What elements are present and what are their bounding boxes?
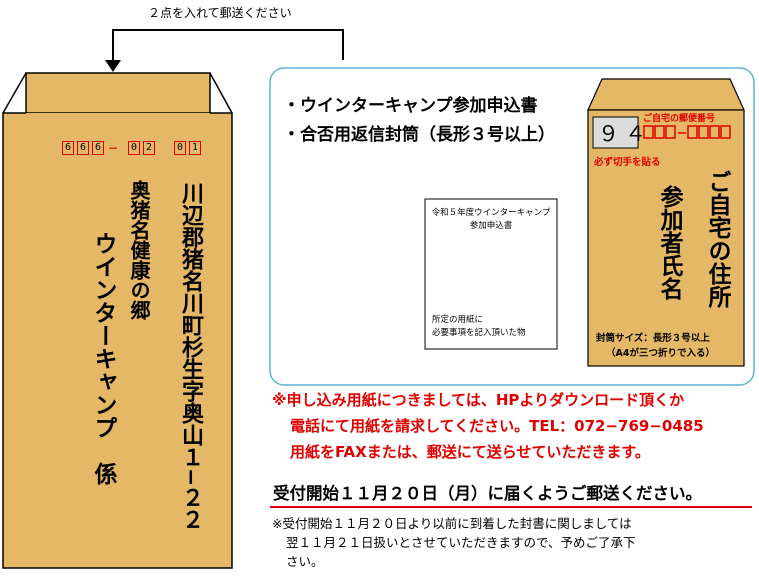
footnote-line3: さい。 — [286, 554, 324, 569]
zip-digit: 0 — [174, 141, 186, 155]
zip-label: ご自宅の郵便番号 — [643, 114, 716, 124]
envelope-size-note: 封筒サイズ：長形３号以上 （A4が三つ折りで入る） — [596, 331, 715, 361]
notice-line1: ※申し込み用紙につきましては、HPよりダウンロード頂くか — [272, 391, 685, 409]
zip-digit: 6 — [77, 141, 89, 155]
form-title-line1: 令和５年度ウインターキャンプ — [431, 208, 551, 218]
footnote-line1: ※受付開始１１月２０日より以前に到着した封書に関しましては — [272, 516, 632, 531]
stamp-value: ９４ — [598, 122, 652, 146]
zip-digit: 6 — [92, 141, 104, 155]
flow-arrow-line — [112, 29, 344, 64]
notice-block: ※申し込み用紙につきましては、HPよりダウンロード頂くか 電話にて用紙を請求して… — [272, 387, 704, 465]
flow-arrow-head — [105, 60, 121, 72]
footnote-line2: 翌１１月２１日扱いとさせていただきますので、予めご了承下 — [286, 535, 636, 550]
return-zip-boxes — [643, 124, 741, 139]
deadline-text: 受付開始１１月２０日（月）に届くようご郵送ください。 — [273, 484, 702, 503]
place-name: 奥猪名健康の郷 — [127, 180, 151, 320]
zip-digit: 2 — [143, 141, 155, 155]
notice-line3: 用紙をFAXまたは、郵送にて送らせていただきます。 — [290, 443, 650, 461]
size-line2: （A4が三つ折りで入る） — [606, 348, 715, 359]
stamp-note: 必ず切手を貼る — [594, 157, 661, 168]
notice-line2: 電話にて用紙を請求してください。TEL：072−769−0485 — [290, 417, 704, 435]
zip-digit: 0 — [128, 141, 140, 155]
zip-digit: 1 — [189, 141, 201, 155]
contents-item-application: ・ウインターキャンプ参加申込書 — [283, 96, 538, 116]
return-envelope — [587, 78, 745, 367]
form-note-line2: 必要事項を記入頂いた物 — [432, 328, 526, 338]
recipient-name: ウインターキャンプ 係 — [90, 232, 116, 485]
zip-dash: － — [108, 144, 118, 155]
instruction-label: ２点を入れて郵送ください — [148, 6, 292, 20]
form-sheet — [424, 198, 558, 350]
size-line1: 封筒サイズ：長形３号以上 — [596, 333, 710, 344]
contents-frame — [269, 67, 755, 386]
form-title-line2: 参加申込書 — [469, 221, 513, 231]
home-address-label: ご自宅の住所 — [704, 170, 730, 308]
left-envelope — [2, 72, 233, 569]
return-zip-box-drawing — [643, 125, 731, 139]
form-sheet-title: 令和５年度ウインターキャンプ 参加申込書 — [427, 207, 555, 233]
address-text: 川辺郡猪名川町杉生字奥山１−２２ — [178, 182, 203, 531]
form-note-line1: 所定の用紙に — [432, 315, 484, 325]
footnote-block: ※受付開始１１月２０日より以前に到着した封書に関しましては 翌１１月２１日扱いと… — [272, 514, 636, 571]
form-sheet-note: 所定の用紙に 必要事項を記入頂いた物 — [432, 314, 526, 340]
stamp-box — [592, 116, 639, 149]
zip-digit: 6 — [62, 141, 74, 155]
contents-item-return-envelope: ・合否用返信封筒（長形３号以上） — [283, 125, 555, 145]
applicant-name-label: 参加者氏名 — [656, 185, 682, 300]
